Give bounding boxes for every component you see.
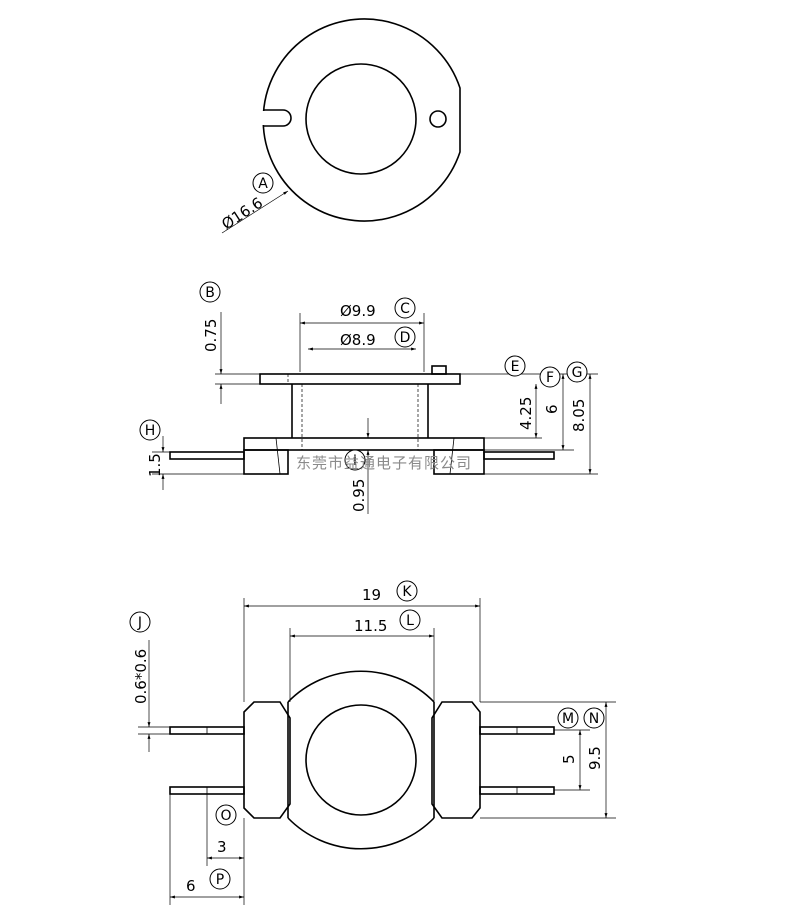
label-l: L (406, 613, 414, 629)
dim-l-value: 11.5 (354, 617, 387, 635)
company-watermark: 东莞市益通电子有限公司 (296, 454, 472, 472)
label-p: P (216, 872, 224, 888)
bottom-flange (243, 437, 485, 451)
label-h: H (145, 423, 156, 439)
label-k: K (402, 584, 412, 600)
dim-o-value: 3 (217, 838, 227, 856)
top-nub (431, 365, 447, 375)
label-a-circle (252, 172, 274, 194)
top-flange (259, 373, 461, 385)
dim-p-value: 6 (186, 877, 196, 895)
bottom-block-right (433, 449, 485, 475)
diameter-a-value: Ø16.6 (218, 194, 266, 234)
label-b: B (205, 285, 215, 301)
bottom-view: 19 K 11.5 L 0.6*0.6 J 5 M 9.5 N (129, 580, 616, 905)
pin-hole (429, 110, 447, 128)
dim-n-value: 9.5 (586, 746, 604, 770)
dim-k-value: 19 (362, 586, 381, 604)
label-i: I (353, 453, 357, 469)
dim-h-value: 1.5 (146, 453, 164, 477)
label-m: M (562, 711, 574, 727)
dim-b-value: 0.75 (202, 319, 220, 352)
bottom-block-left (243, 449, 289, 475)
label-e: E (511, 359, 520, 375)
label-o: O (220, 808, 231, 824)
block-left (243, 701, 291, 819)
label-f: F (546, 370, 554, 386)
dim-c-value: Ø9.9 (340, 302, 376, 320)
dim-4-25-value: 4.25 (517, 397, 535, 430)
pin-right (483, 451, 555, 460)
label-d: D (400, 330, 411, 346)
label-g: G (572, 365, 583, 381)
pin-left (169, 451, 245, 460)
side-view: Ø9.9 C Ø8.9 D 0.75 B E 4.25 6 F 8.05 (139, 281, 598, 514)
dim-d-value: Ø8.9 (340, 331, 376, 349)
label-c: C (400, 301, 410, 317)
core-hole (305, 63, 417, 175)
label-j: J (137, 615, 142, 631)
dim-f-value: 6 (543, 404, 561, 414)
block-right (431, 701, 481, 819)
bottom-core-hole (305, 704, 417, 816)
bottom-body-outline (287, 670, 435, 850)
dim-i-value: 0.95 (350, 479, 368, 512)
label-n: N (589, 711, 599, 727)
label-a: A (258, 176, 268, 192)
top-view: Ø16.6 A (218, 18, 461, 234)
dim-g-value: 8.05 (570, 399, 588, 432)
dim-j-value: 0.6*0.6 (132, 649, 150, 704)
dim-m-value: 5 (560, 754, 578, 764)
